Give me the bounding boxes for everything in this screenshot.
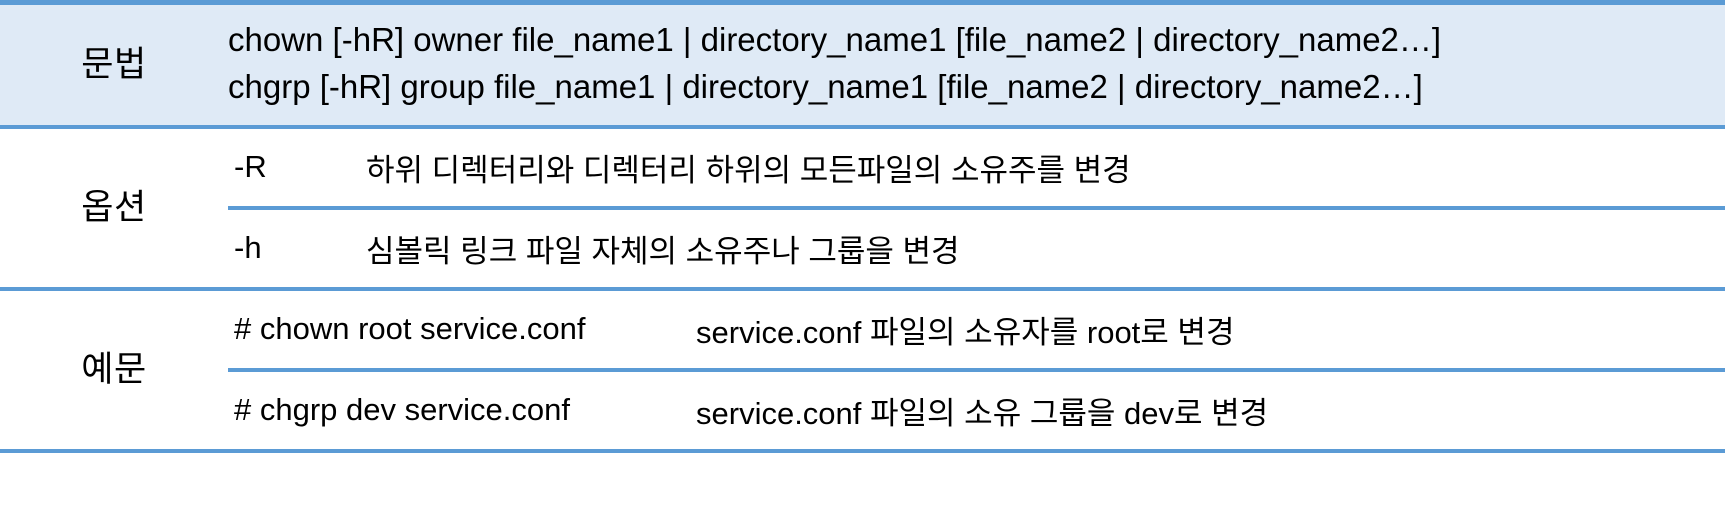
options-bottom-rule-row: [0, 286, 1725, 291]
options-inner-rule: [228, 205, 1725, 210]
options-bottom-rule-cell: [0, 286, 1725, 291]
examples-row: 예문 # chown root service.conf service.conf…: [0, 291, 1725, 388]
syntax-row: 문법 chown [-hR] owner file_name1 | direct…: [0, 5, 1725, 125]
example-command-chown: # chown root service.conf: [234, 311, 586, 347]
example-chgrp-inner: # chgrp dev service.conf service.conf 파일의…: [228, 372, 1725, 449]
options-inner-rule-row: [0, 205, 1725, 210]
syntax-line-chgrp: chgrp [-hR] group file_name1 | directory…: [228, 67, 1423, 105]
syntax-line-list: chown [-hR] owner file_name1 | directory…: [228, 5, 1725, 125]
table-bottom-rule-row: [0, 448, 1725, 453]
example-row-chgrp-wrap: # chgrp dev service.conf service.conf 파일의…: [0, 372, 1725, 449]
option-h-inner: -h 심볼릭 링크 파일 자체의 소유주나 그룹을 변경: [228, 210, 1725, 287]
examples-inner-rule-cell: [228, 367, 1725, 372]
option-row-h: -h 심볼릭 링크 파일 자체의 소유주나 그룹을 변경: [228, 210, 1725, 287]
examples-inner-rule: [228, 367, 1725, 372]
options-row: 옵션 -R 하위 디렉터리와 디렉터리 하위의 모든파일의 소유주를 변경: [0, 129, 1725, 226]
options-label: 옵션: [81, 187, 147, 227]
option-description-r: 하위 디렉터리와 디렉터리 하위의 모든파일의 소유주를 변경: [366, 152, 1131, 188]
examples-label: 예문: [81, 349, 147, 389]
option-description-h: 심볼릭 링크 파일 자체의 소유주나 그룹을 변경: [366, 233, 960, 269]
example-description-chgrp: service.conf 파일의 소유 그룹을 dev로 변경: [696, 395, 1269, 431]
option-flag-h: -h: [234, 230, 262, 266]
example-chown-inner: # chown root service.conf service.conf 파일…: [228, 291, 1725, 368]
command-reference-table: 문법 chown [-hR] owner file_name1 | direct…: [0, 5, 1725, 453]
table-bottom-rule-cell: [0, 448, 1725, 453]
syntax-content-cell: chown [-hR] owner file_name1 | directory…: [228, 5, 1725, 125]
options-bottom-rule: [0, 286, 1725, 291]
syntax-bottom-rule: [0, 124, 1725, 129]
syntax-label: 문법: [0, 5, 228, 125]
example-description-chown: service.conf 파일의 소유자를 root로 변경: [696, 314, 1235, 350]
examples-inner-rule-row: [0, 367, 1725, 372]
table-top-rule: [0, 0, 1725, 5]
syntax-bottom-rule-cell: [0, 124, 1725, 129]
table-bottom-rule: [0, 448, 1725, 453]
option-row-h-wrap: -h 심볼릭 링크 파일 자체의 소유주나 그룹을 변경: [0, 210, 1725, 287]
options-inner-rule-cell: [228, 205, 1725, 210]
option-r-inner: -R 하위 디렉터리와 디렉터리 하위의 모든파일의 소유주를 변경: [228, 129, 1725, 206]
example-command-chgrp: # chgrp dev service.conf: [234, 392, 571, 428]
syntax-bottom-rule-row: [0, 124, 1725, 129]
example-row-chgrp: # chgrp dev service.conf service.conf 파일의…: [228, 372, 1725, 449]
example-row-chown: # chown root service.conf service.conf 파일…: [228, 291, 1725, 368]
option-flag-r: -R: [234, 149, 267, 185]
syntax-line-chown: chown [-hR] owner file_name1 | directory…: [228, 21, 1442, 58]
option-row-r: -R 하위 디렉터리와 디렉터리 하위의 모든파일의 소유주를 변경: [228, 129, 1725, 206]
